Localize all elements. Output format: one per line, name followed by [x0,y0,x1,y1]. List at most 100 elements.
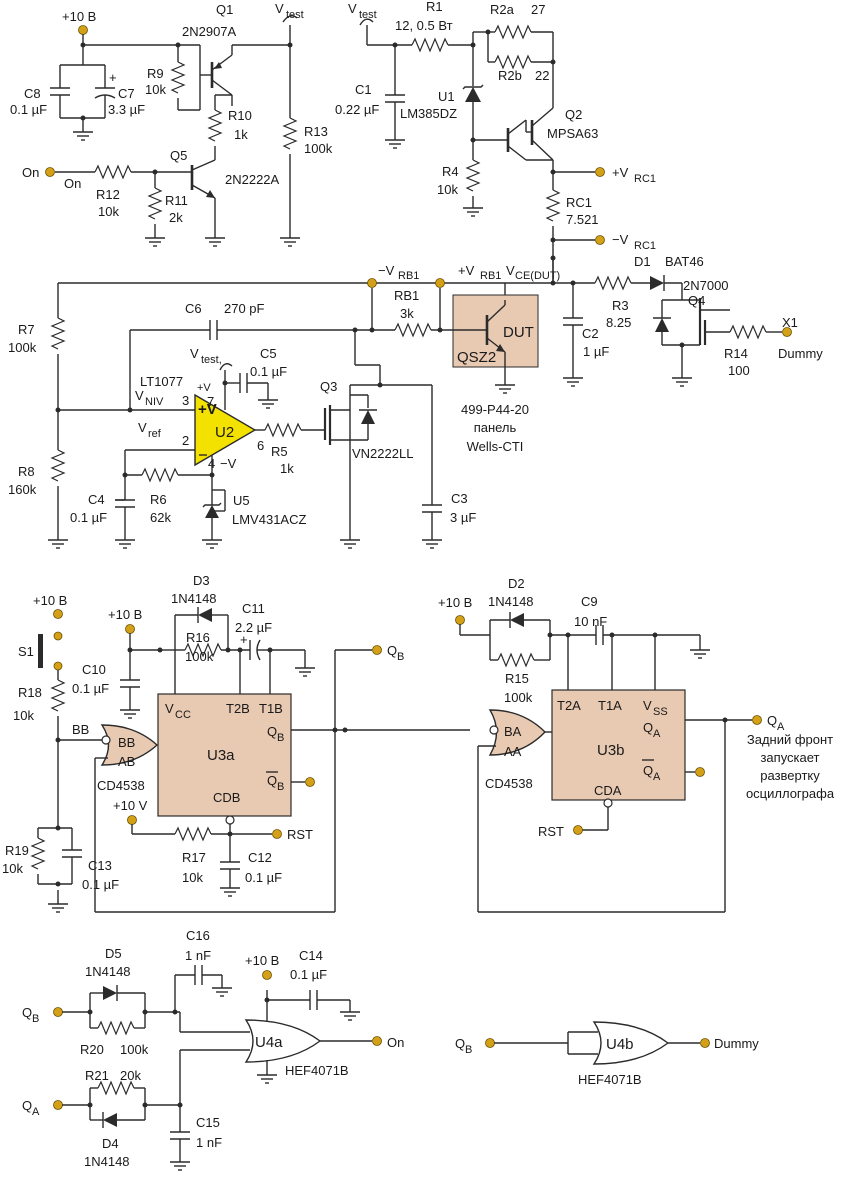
label-on-in: On [22,165,39,180]
label-p10v-u3b: +10 В [438,595,472,610]
u4-section: Q B D5 1N4148 R20 100k C16 1 nF U4a [22,928,759,1171]
label-q5-part: 2N2222A [225,172,280,187]
label-pin2: 2 [182,433,189,448]
label-c10: C10 [82,662,106,677]
label-r6: R6 [150,492,167,507]
label-r2a: R2a [490,2,515,17]
terminal-qa-out [752,715,762,725]
label-c2: C2 [582,326,599,341]
label-c8-val: 0.1 µF [10,102,47,117]
label-c7-plus: + [109,70,117,85]
label-r16-val: 100k [185,649,214,664]
label-u1-part: LM385DZ [400,106,457,121]
label-p10v-u3a: +10 В [108,607,142,622]
label-cd4538a: CD4538 [97,778,145,793]
terminal-p10v-u3a [125,624,135,634]
label-d4: D4 [102,1136,119,1151]
terminal-rst2 [573,825,583,835]
terminal-on-out [372,1036,382,1046]
label-hef4071b: HEF4071B [578,1072,642,1087]
label-vrb1m-sub: RB1 [398,270,419,282]
label-cda: CDA [594,783,622,798]
label-c9: C9 [581,594,598,609]
label-t2b: T2B [226,701,250,716]
label-c10-val: 0.1 µF [72,681,109,696]
label-qa-in: Q [22,1098,32,1113]
label-rc1-val: 7.521 [566,212,599,227]
label-cd4538b: CD4538 [485,776,533,791]
label-bb-pin: BB [118,735,135,750]
switch-s1[interactable] [38,634,43,668]
label-c6-val: 270 pF [224,301,265,316]
label-r6-val: 62k [150,510,171,525]
label-c9-val: 10 nF [574,614,607,629]
label-r17-val: 10k [182,870,203,885]
label-qa-in-sub: A [32,1106,40,1118]
label-d4-part: 1N4148 [84,1154,130,1169]
label-r3-val: 8.25 [606,315,631,330]
terminal-rst1 [272,829,282,839]
label-note1: Задний фронт [747,732,833,747]
label-vtest2: V [348,1,357,16]
u3a-section: +10 В S1 R18 10k BB R19 10k C13 0.1 µF [2,573,470,913]
label-d2-part: 1N4148 [488,594,534,609]
terminal-qabar [695,767,705,777]
label-vniv: V [135,388,144,403]
terminal-qb-in [53,1007,63,1017]
label-c11-plus: + [240,632,248,647]
label-c7-val: 3.3 µF [108,102,145,117]
label-bb-net: BB [72,722,89,737]
label-u3a: U3a [207,747,235,764]
label-qabar-sub: A [653,771,661,783]
terminal-p10v-u4a [262,970,272,980]
label-vrb1p-sub: RB1 [480,270,501,282]
label-qb-top-sub: B [397,651,404,663]
label-vniv-sub: NIV [145,396,164,408]
label-r18: R18 [18,685,42,700]
label-q3: Q3 [320,379,337,394]
label-note2: запускает [760,750,819,765]
label-c7: C7 [118,86,135,101]
label-rst2: RST [538,824,564,839]
terminal-vrc1-plus [595,167,605,177]
label-s1: S1 [18,644,34,659]
label-d3-part: 1N4148 [171,591,217,606]
label-c8: C8 [24,86,41,101]
label-qb-in-sub: B [32,1013,39,1025]
terminal-s1a [53,631,63,641]
label-c2-val: 1 µF [583,344,609,359]
label-qa-pin-sub: A [653,728,661,740]
label-r18-val: 10k [13,708,34,723]
label-c14: C14 [299,948,323,963]
top-left-switch-section: +10 В C8 0.1 µF C7 3.3 µF + Q1 [10,1,333,247]
label-r9-val: 10k [145,82,166,97]
label-vrc1m: −V [612,232,629,247]
terminal-vrc1-minus [595,235,605,245]
label-r14-val: 100 [728,363,750,378]
label-mv: −V [220,456,237,471]
label-c4-val: 0.1 µF [70,510,107,525]
terminal-vrb1-minus [367,278,377,288]
label-d3: D3 [193,573,210,588]
label-c12: C12 [248,850,272,865]
label-r7-val: 100k [8,340,37,355]
label-c13-val: 0.1 µF [82,877,119,892]
label-vss: V [643,698,652,713]
label-ab-pin: AB [118,754,135,769]
label-qb-top: Q [387,643,397,658]
label-t1a: T1A [598,698,622,713]
label-p10v-u4a: +10 В [245,953,279,968]
label-r4: R4 [442,164,459,179]
label-r19-val: 10k [2,861,23,876]
label-dummy2: Dummy [714,1036,759,1051]
label-p10v-cdb: +10 V [113,798,148,813]
label-on-net: On [64,176,81,191]
terminal-p10v-cdb [127,815,137,825]
label-r21: R21 [85,1068,109,1083]
label-u5: U5 [233,493,250,508]
label-qa-pin: Q [643,720,653,735]
label-rc1: RC1 [566,195,592,210]
label-qsz2: QSZ2 [457,349,496,366]
label-c13: C13 [88,858,112,873]
label-r12: R12 [96,187,120,202]
